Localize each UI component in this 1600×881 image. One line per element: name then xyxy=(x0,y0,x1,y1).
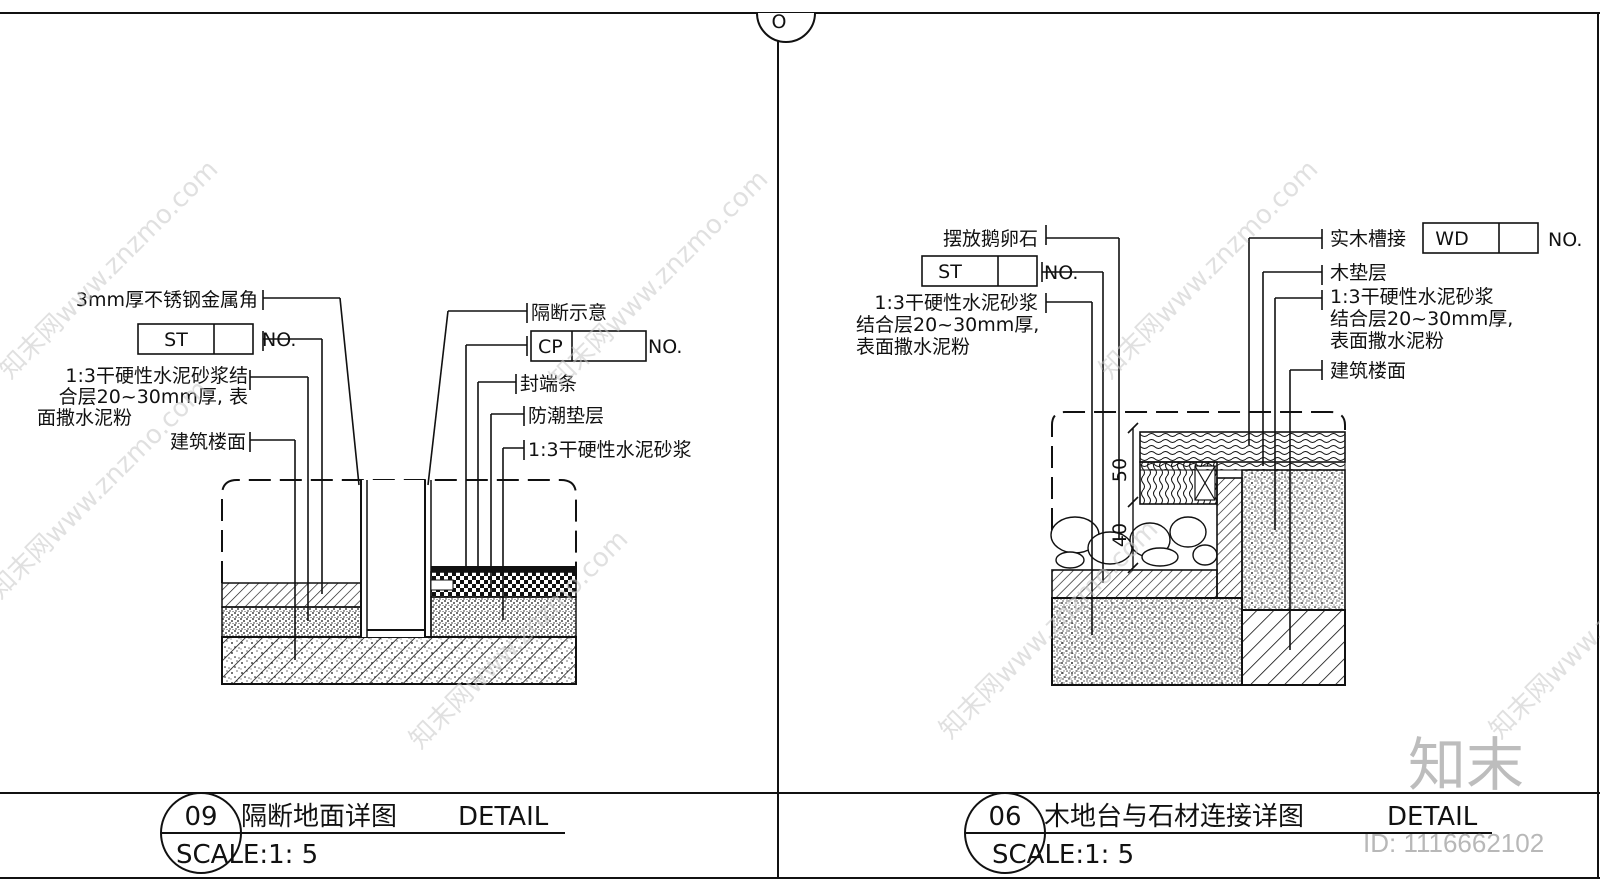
label-mortar-3: 面撒水泥粉 xyxy=(37,407,132,429)
detail-tag: DETAIL xyxy=(458,802,549,832)
left-leaders xyxy=(249,290,528,660)
svg-text:NO.: NO. xyxy=(1044,262,1078,284)
label-wood-joist: 实木槽接 xyxy=(1330,228,1406,250)
label-r-mortar-2: 结合层20~30mm厚, xyxy=(1330,308,1513,330)
label-partition: 隔断示意 xyxy=(531,302,607,324)
label-mortar-2: 合层20~30mm厚, 表 xyxy=(59,386,248,408)
detail-number: 09 xyxy=(184,802,217,832)
svg-text:知末网www.znzmo.com: 知末网www.znzmo.com xyxy=(1094,154,1325,385)
right-leaders xyxy=(1041,225,1323,650)
detail-scale: SCALE:1: 5 xyxy=(992,840,1134,870)
left-title-block: 09 隔断地面详图 DETAIL SCALE:1: 5 xyxy=(160,792,565,874)
right-labels: 摆放鹅卵石 1:3干硬性水泥砂浆 结合层20~30mm厚, 表面撒水泥粉 实木槽… xyxy=(856,228,1513,382)
label-floor: 建筑楼面 xyxy=(170,431,246,453)
svg-text:ST: ST xyxy=(938,261,962,283)
svg-text:ST: ST xyxy=(164,329,188,351)
label-r-mortar-1: 1:3干硬性水泥砂浆 xyxy=(1330,286,1494,308)
building-slab xyxy=(1241,609,1346,686)
svg-text:50: 50 xyxy=(1109,458,1131,482)
svg-text:NO.: NO. xyxy=(1548,229,1582,251)
detail-tag: DETAIL xyxy=(1387,802,1478,832)
label-wood-pad: 木垫层 xyxy=(1330,262,1387,284)
label-dry-mortar: 1:3干硬性水泥砂浆 xyxy=(528,439,692,461)
top-marker: O xyxy=(756,11,816,43)
edge-stone xyxy=(1216,477,1243,599)
left-st-tag: ST NO. xyxy=(137,323,296,355)
id-text: ID: 1116662102 xyxy=(1363,828,1544,858)
right-section-drawing: 50 40 xyxy=(1050,411,1346,686)
brand-logo: 知末 xyxy=(1408,731,1524,799)
label-moisture: 防潮垫层 xyxy=(528,405,604,427)
svg-text:40: 40 xyxy=(1109,523,1131,547)
right-st-tag: ST NO. xyxy=(921,255,1078,287)
detail-number: 06 xyxy=(988,802,1021,832)
label-r-mortar-3: 表面撒水泥粉 xyxy=(1330,330,1444,352)
detail-title: 木地台与石材连接详图 xyxy=(1044,802,1304,832)
right-title-block: 06 木地台与石材连接详图 DETAIL SCALE:1: 5 xyxy=(964,792,1492,874)
break-outline xyxy=(221,479,577,583)
label-floor: 建筑楼面 xyxy=(1330,360,1406,382)
label-pebbles: 摆放鹅卵石 xyxy=(943,228,1038,250)
label-mortar-2: 结合层20~30mm厚, xyxy=(856,314,1039,336)
left-labels: 3mm厚不锈钢金属角 1:3干硬性水泥砂浆结 合层20~30mm厚, 表 面撒水… xyxy=(37,289,692,461)
right-wd-tag: WD NO. xyxy=(1422,222,1582,254)
svg-text:知末网www.znzmo.com: 知末网www.znzmo.com xyxy=(544,164,775,395)
label-corner: 3mm厚不锈钢金属角 xyxy=(76,289,258,311)
wood-board xyxy=(1139,431,1346,463)
detail-title: 隔断地面详图 xyxy=(241,802,397,832)
svg-text:WD: WD xyxy=(1435,228,1468,250)
svg-text:NO.: NO. xyxy=(262,329,296,351)
left-cp-tag: CP NO. xyxy=(530,330,682,362)
svg-text:知末网www.znzmo.com: 知末网www.znzmo.com xyxy=(1484,514,1600,745)
break-outline xyxy=(1051,411,1346,530)
label-seal: 封端条 xyxy=(520,373,577,395)
label-mortar-3: 表面撒水泥粉 xyxy=(856,336,970,358)
label-mortar-1: 1:3干硬性水泥砂浆结 xyxy=(65,365,248,387)
pebbles xyxy=(1050,516,1218,569)
svg-text:O: O xyxy=(772,11,787,33)
svg-text:CP: CP xyxy=(538,336,563,358)
label-mortar-1: 1:3干硬性水泥砂浆 xyxy=(874,292,1038,314)
svg-text:NO.: NO. xyxy=(648,336,682,358)
detail-scale: SCALE:1: 5 xyxy=(176,840,318,870)
left-section-drawing xyxy=(221,479,577,685)
